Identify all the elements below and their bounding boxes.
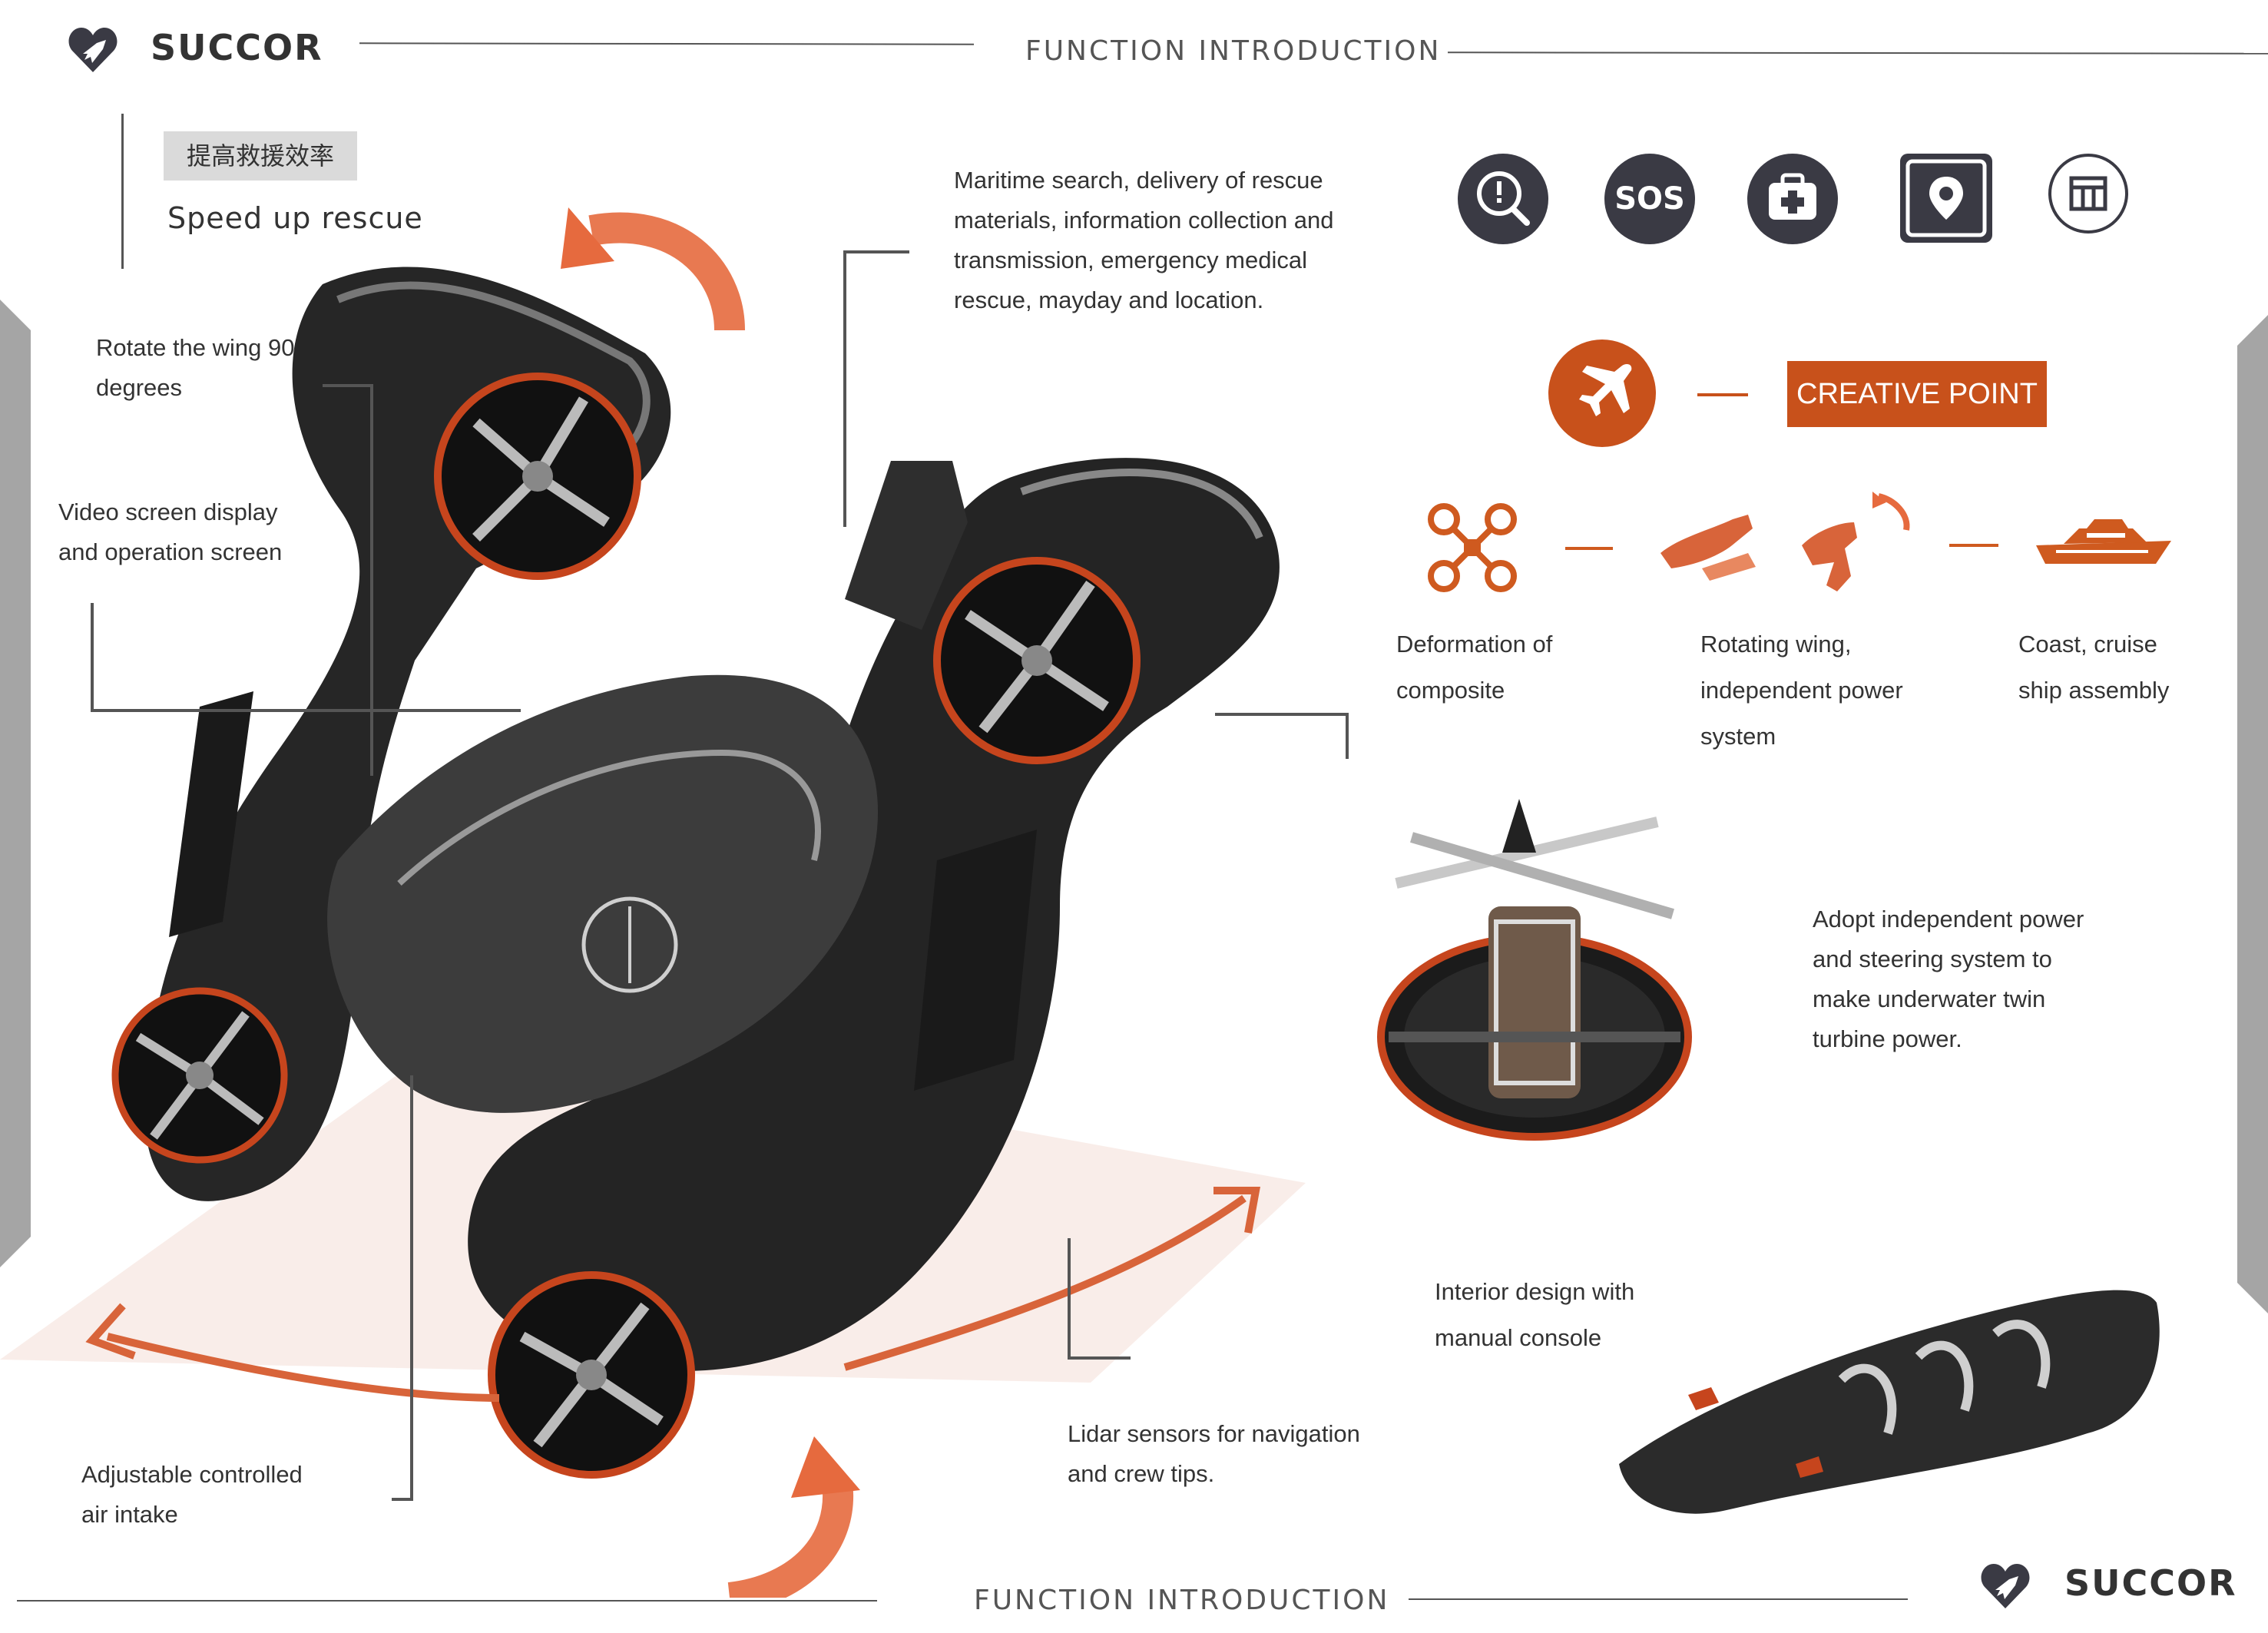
- callout-line: and operation screen: [58, 538, 283, 565]
- deform-line: Deformation of: [1396, 631, 1553, 658]
- deform-dash-1: [1565, 547, 1613, 550]
- rotating-wing-icon: [1656, 492, 1932, 607]
- callout-lidar: Lidar sensors for navigation and crew ti…: [1068, 1414, 1360, 1494]
- sos-icon: SOS: [1604, 154, 1695, 244]
- callout-line: materials, information collection and: [954, 207, 1334, 234]
- intro-bar: [121, 114, 124, 269]
- plane-icon: [1548, 340, 1656, 447]
- turbine-line: Adopt independent power: [1813, 906, 2084, 932]
- leader-right-h: [1215, 713, 1349, 716]
- callout-rotate-wing: Rotate the wing 90 degrees: [96, 328, 295, 408]
- ship-icon: [2033, 515, 2174, 568]
- medical-kit-icon: [1747, 154, 1838, 244]
- callout-line: degrees: [96, 374, 183, 401]
- leader-maritime-h: [843, 250, 909, 253]
- callout-line: air intake: [81, 1501, 178, 1528]
- right-side-tab: [2237, 315, 2268, 1313]
- callout-maritime: Maritime search, delivery of rescue mate…: [954, 161, 1334, 320]
- turbine-illustration: [1366, 791, 1703, 1152]
- leader-intake-h: [392, 1498, 413, 1501]
- deform-dash-2: [1949, 544, 1998, 547]
- creative-dash: [1697, 393, 1748, 396]
- header-rule-right: [1447, 51, 2268, 55]
- interior-illustration: [1611, 1234, 2167, 1525]
- search-alert-icon: [1458, 154, 1548, 244]
- sos-label: SOS: [1614, 181, 1685, 217]
- leader-lidar-v: [1068, 1238, 1071, 1360]
- leader-video-v: [91, 603, 94, 711]
- deform-item-composite: Deformation of composite: [1396, 621, 1552, 714]
- deform-line: composite: [1396, 677, 1505, 704]
- callout-line: rescue, mayday and location.: [954, 287, 1264, 313]
- creative-point-label: CREATIVE POINT: [1787, 361, 2047, 427]
- callout-video-screen: Video screen display and operation scree…: [58, 492, 282, 572]
- turbine-line: make underwater twin: [1813, 985, 2046, 1012]
- callout-line: Maritime search, delivery of rescue: [954, 167, 1323, 194]
- turbine-description: Adopt independent power and steering sys…: [1813, 899, 2084, 1059]
- heart-plane-icon: [1981, 1564, 2030, 1608]
- leader-rotate-v: [370, 384, 373, 776]
- callout-line: Video screen display: [58, 499, 278, 525]
- leader-rotate-h: [323, 384, 372, 387]
- deform-line: system: [1700, 723, 1776, 750]
- leader-maritime-v: [843, 250, 846, 527]
- map-location-icon: [1900, 154, 1992, 243]
- footer-brand-name: SUCCOR: [2064, 1562, 2237, 1604]
- interior-line: Interior design with: [1435, 1278, 1635, 1305]
- callout-line: Adjustable controlled: [81, 1461, 303, 1488]
- grid-window-icon: [2048, 154, 2128, 234]
- callout-line: Rotate the wing 90: [96, 334, 295, 361]
- deform-line: independent power: [1700, 677, 1903, 704]
- deform-item-rotating-wing: Rotating wing, independent power system: [1700, 621, 1903, 760]
- deform-item-ship: Coast, cruise ship assembly: [2018, 621, 2169, 714]
- deform-line: Coast, cruise: [2018, 631, 2157, 658]
- interior-description: Interior design with manual console: [1435, 1269, 1634, 1361]
- drone-icon: [1427, 502, 1518, 593]
- brand-logo: [66, 23, 120, 77]
- interior-line: manual console: [1435, 1324, 1602, 1351]
- leader-intake-v: [410, 1075, 413, 1500]
- callout-line: and crew tips.: [1068, 1460, 1215, 1487]
- leader-video-h: [91, 709, 521, 712]
- turbine-line: and steering system to: [1813, 946, 2052, 972]
- chinese-tag: 提高救援效率: [164, 131, 357, 181]
- footer-brand-logo: [1978, 1559, 2032, 1613]
- heart-plane-icon: [68, 28, 118, 72]
- callout-line: transmission, emergency medical: [954, 247, 1308, 273]
- brand-name: SUCCOR: [151, 27, 323, 68]
- callout-line: Lidar sensors for navigation: [1068, 1420, 1360, 1447]
- footer-rule-right: [1409, 1598, 1908, 1600]
- vehicle-illustration: [0, 169, 1382, 1613]
- callout-air-intake: Adjustable controlled air intake: [81, 1455, 303, 1535]
- left-side-tab: [0, 300, 31, 1267]
- header-rule-left: [359, 42, 975, 45]
- deform-line: Rotating wing,: [1700, 631, 1852, 658]
- footer-title: FUNCTION INTRODUCTION: [974, 1585, 1390, 1616]
- turbine-line: turbine power.: [1813, 1025, 1962, 1052]
- footer-rule-left: [17, 1600, 877, 1602]
- leader-lidar-h: [1068, 1356, 1131, 1360]
- leader-right-v: [1346, 713, 1349, 759]
- header-title: FUNCTION INTRODUCTION: [1025, 35, 1442, 67]
- deform-line: ship assembly: [2018, 677, 2170, 704]
- intro-subtitle: Speed up rescue: [167, 201, 423, 235]
